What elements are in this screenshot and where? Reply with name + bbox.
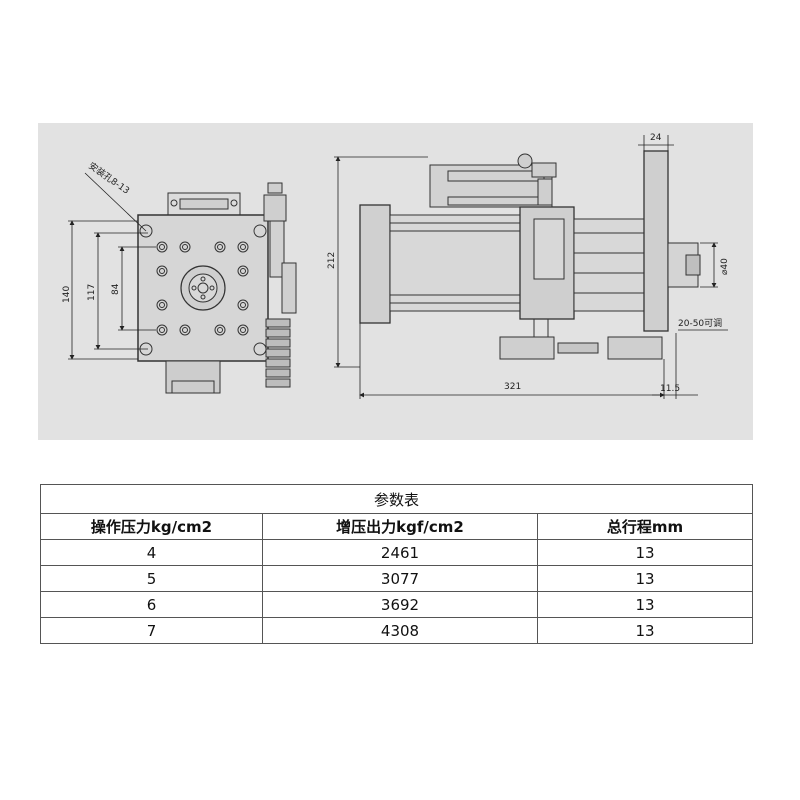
label-dim-24: 24 — [650, 133, 662, 143]
cell-output: 3077 — [262, 565, 538, 592]
table-header-row: 操作压力kg/cm2 增压出力kgf/cm2 总行程mm — [40, 513, 753, 540]
parameter-table: 参数表 操作压力kg/cm2 增压出力kgf/cm2 总行程mm 4 2461 … — [40, 484, 753, 644]
table-row: 4 2461 13 — [40, 539, 753, 566]
front-view — [137, 182, 297, 394]
label-dim-140: 140 — [62, 286, 72, 303]
table-title: 参数表 — [40, 484, 753, 514]
cell-output: 4308 — [262, 617, 538, 644]
label-dim-adjust: 20-50可调 — [678, 318, 722, 329]
cell-pressure: 5 — [40, 565, 263, 592]
cell-output: 3692 — [262, 591, 538, 618]
table-row: 7 4308 13 — [40, 617, 753, 644]
label-dim-phi40: ⌀40 — [720, 258, 730, 275]
cell-stroke: 13 — [537, 565, 753, 592]
header-operating-pressure: 操作压力kg/cm2 — [40, 513, 263, 540]
cell-pressure: 7 — [40, 617, 263, 644]
cell-stroke: 13 — [537, 539, 753, 566]
cell-output: 2461 — [262, 539, 538, 566]
front-view-dimensions — [68, 172, 156, 360]
side-view — [359, 150, 701, 360]
header-total-stroke: 总行程mm — [537, 513, 753, 540]
table-row: 5 3077 13 — [40, 565, 753, 592]
table-row: 6 3692 13 — [40, 591, 753, 618]
label-dim-84: 84 — [111, 283, 121, 295]
technical-drawing-panel: 安装孔8-13 140 117 84 — [38, 123, 753, 440]
header-boost-output: 增压出力kgf/cm2 — [262, 513, 538, 540]
side-view-dimensions — [334, 135, 728, 399]
cell-stroke: 13 — [537, 591, 753, 618]
label-dim-11-5: 11.5 — [660, 384, 680, 394]
label-mount-hole: 安装孔8-13 — [86, 160, 132, 197]
label-dim-117: 117 — [87, 284, 97, 301]
technical-drawing: 安装孔8-13 140 117 84 — [62, 133, 730, 399]
cell-pressure: 6 — [40, 591, 263, 618]
label-dim-321: 321 — [504, 382, 521, 392]
cell-pressure: 4 — [40, 539, 263, 566]
cell-stroke: 13 — [537, 617, 753, 644]
label-dim-212: 212 — [327, 252, 337, 269]
